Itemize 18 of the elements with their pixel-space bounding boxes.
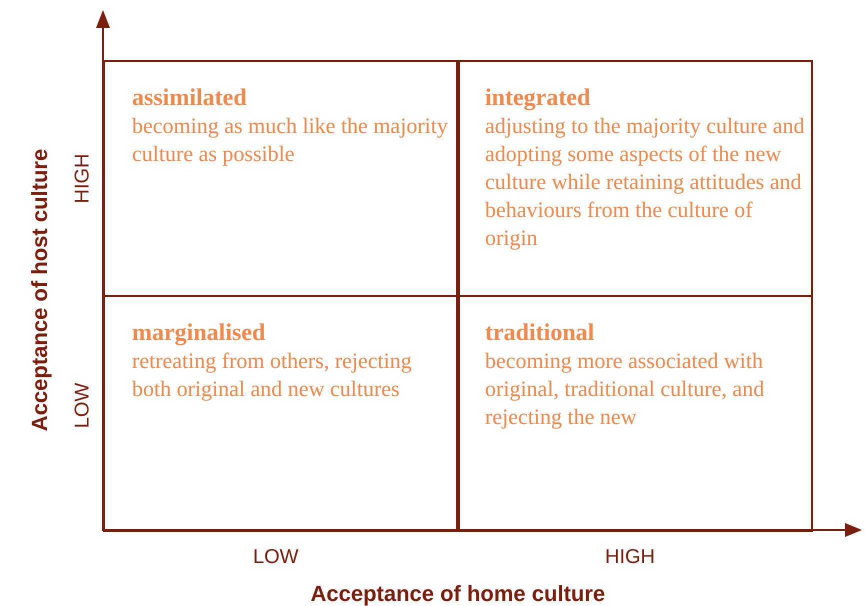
axis-tick-label: HIGH	[72, 153, 94, 203]
matrix-quadrant	[103, 60, 460, 297]
quadrant-description: becoming as much like the majority culture as possible	[132, 112, 449, 168]
matrix-quadrant	[456, 60, 813, 297]
quadrant-description: retreating from others, rejecting both original and new cultures	[132, 347, 413, 403]
axis-tick-label: HIGH	[605, 546, 655, 568]
quadrant-heading: assimilated	[132, 84, 248, 112]
axis-title: Acceptance of host culture	[27, 148, 54, 432]
quadrant-description: adjusting to the majority culture and adopting some aspects of the new culture while retaining attitudes and behaviours from the culture of origin	[485, 112, 805, 252]
quadrant-heading: marginalised	[132, 319, 266, 347]
quadrant-heading: traditional	[485, 319, 596, 347]
quadrant-description: becoming more associated with original, traditional culture, and rejecting the new	[485, 347, 766, 431]
matrix-quadrant	[103, 295, 460, 532]
quadrant-heading: integrated	[485, 84, 592, 112]
matrix-quadrant	[456, 295, 813, 532]
axis-tick-label: LOW	[253, 546, 299, 568]
axis-tick-label: LOW	[71, 382, 94, 428]
axis-title: Acceptance of home culture	[310, 581, 606, 606]
